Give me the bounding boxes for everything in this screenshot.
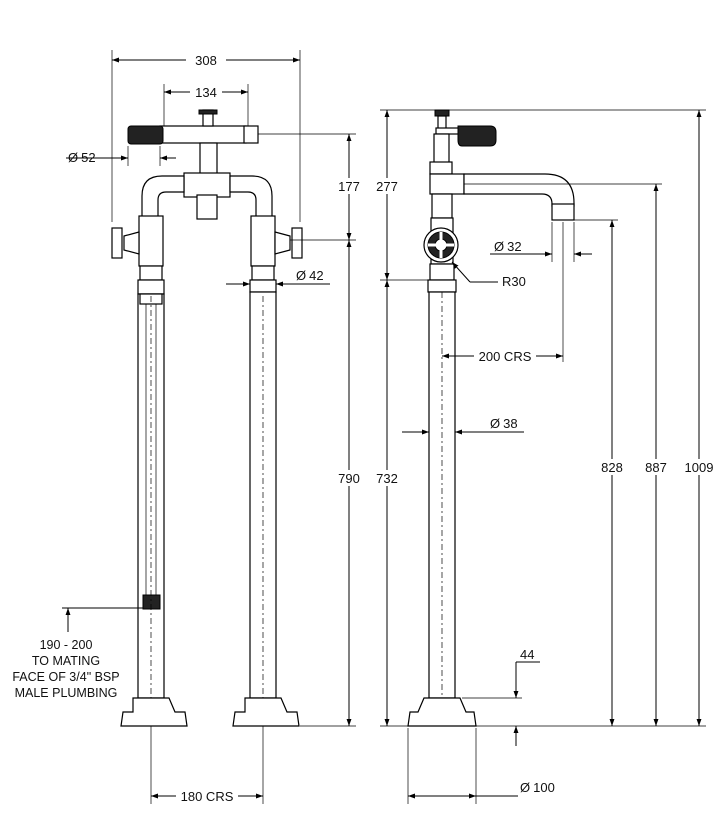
- left-coupler: [137, 279, 165, 295]
- side-lower-stem: [431, 193, 453, 219]
- right-base: [232, 697, 300, 727]
- side-tee: [429, 173, 465, 195]
- left-arm: [141, 175, 185, 219]
- side-coupler: [427, 279, 457, 293]
- label-790: 790: [338, 471, 360, 486]
- side-nut-top: [429, 161, 453, 175]
- left-lever-handle: [127, 125, 164, 145]
- label-180-crs: 180 CRS: [181, 789, 234, 804]
- side-spout: [463, 173, 575, 207]
- label-887: 887: [645, 460, 667, 475]
- diverter-cap: [198, 109, 218, 115]
- side-lever-handle: [457, 125, 497, 147]
- label-r30: R30: [502, 274, 526, 289]
- note-line-1: 190 - 200: [39, 638, 93, 652]
- right-nut: [251, 265, 275, 281]
- note-line-2: TO MATING: [31, 654, 101, 668]
- handle-bar: [159, 125, 247, 144]
- side-view: [407, 109, 575, 727]
- side-base: [407, 697, 477, 727]
- left-base: [120, 697, 188, 727]
- right-valve-stem: [274, 231, 291, 255]
- label-200-crs: 200 CRS: [479, 349, 532, 364]
- side-diverter-cap: [434, 109, 450, 117]
- right-arm: [229, 175, 273, 219]
- left-valve-body: [138, 215, 164, 267]
- dimension-lines: [62, 50, 706, 804]
- spout-front: [196, 194, 218, 220]
- left-valve-stem: [123, 231, 140, 255]
- right-lever-handle: [243, 125, 259, 144]
- label-828: 828: [601, 460, 623, 475]
- plumbing-note: 190 - 200 TO MATING FACE OF 3/4" BSP MAL…: [0, 637, 132, 701]
- label-277: 277: [376, 179, 398, 194]
- label-308: 308: [195, 53, 217, 68]
- right-valve-handle: [291, 227, 303, 259]
- front-view: [111, 109, 303, 727]
- side-upper-stem: [433, 133, 450, 165]
- right-coupler: [249, 279, 277, 293]
- spout-outlet: [551, 203, 575, 221]
- label-1009: 1009: [685, 460, 714, 475]
- right-valve-body: [250, 215, 276, 267]
- left-valve-handle: [111, 227, 123, 259]
- side-nut-lower: [429, 263, 455, 281]
- leader-r30: [451, 261, 471, 283]
- center-stem: [199, 142, 218, 176]
- note-line-4: MALE PLUMBING: [14, 686, 118, 700]
- label-732: 732: [376, 471, 398, 486]
- left-nut: [139, 265, 163, 281]
- label-134: 134: [195, 85, 217, 100]
- cross-tee: [183, 172, 231, 198]
- left-pipe-thread: [142, 594, 161, 610]
- note-line-3: FACE OF 3/4" BSP: [12, 670, 120, 684]
- label-44: 44: [520, 647, 534, 662]
- label-177: 177: [338, 179, 360, 194]
